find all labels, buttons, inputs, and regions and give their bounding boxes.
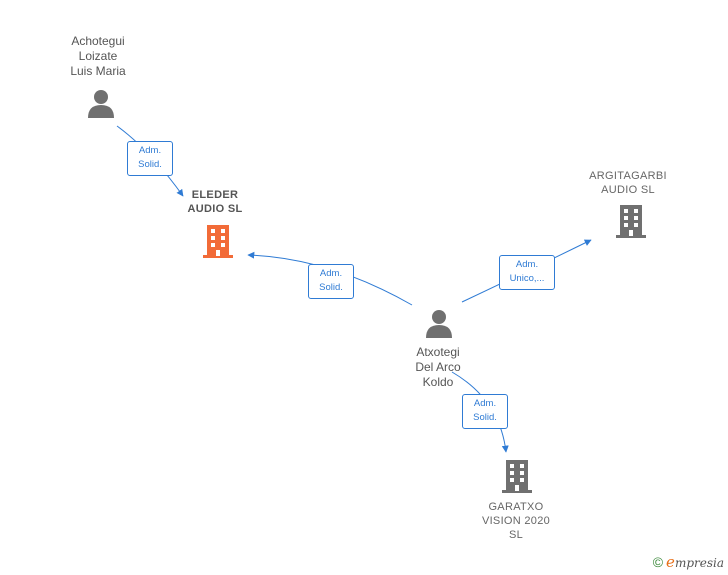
- edge-label-line: Adm.: [319, 268, 343, 279]
- node-label-argitagarbi: ARGITAGARBI AUDIO SL: [578, 169, 678, 197]
- node-label-line: Loizate: [78, 49, 118, 63]
- edge-label-line: Solid.: [473, 412, 497, 423]
- node-label-line: Del Arco: [415, 360, 461, 374]
- person-icon[interactable]: [86, 88, 116, 118]
- edge-label-line: Adm.: [515, 259, 539, 270]
- node-label-garatxo: GARATXO VISION 2020 SL: [466, 500, 566, 542]
- node-label-achotegui: Achotegui Loizate Luis Maria: [48, 34, 148, 79]
- brand-footer[interactable]: ©empresia: [653, 553, 724, 571]
- node-label-line: Luis Maria: [70, 64, 126, 78]
- node-label-line: Achotegui: [71, 34, 125, 48]
- node-label-line: SL: [508, 529, 524, 541]
- node-label-line: ELEDER: [191, 189, 239, 201]
- node-label-line: GARATXO: [488, 501, 544, 513]
- edge-label-line: Solid.: [319, 282, 343, 293]
- node-label-line: AUDIO SL: [601, 184, 655, 196]
- node-label-eleder: ELEDER AUDIO SL: [165, 188, 265, 216]
- copyright-icon: ©: [652, 554, 664, 570]
- brand-logo-text: mpresia: [674, 556, 724, 570]
- node-label-line: ARGITAGARBI: [589, 170, 667, 182]
- edge-label-atxotegi-garatxo[interactable]: Adm. Solid.: [462, 394, 508, 429]
- node-label-line: AUDIO SL: [187, 203, 243, 215]
- node-label-line: VISION 2020: [481, 515, 551, 527]
- edge-label-line: Solid.: [138, 159, 162, 170]
- building-icon[interactable]: [500, 458, 534, 494]
- edge-label-line: Unico,...: [509, 273, 545, 284]
- building-icon[interactable]: [614, 203, 648, 239]
- edge-label-atxotegi-argitagarbi[interactable]: Adm. Unico,...: [499, 255, 555, 290]
- edge-label-line: Adm.: [473, 398, 497, 409]
- edge-label-achotegui-eleder[interactable]: Adm. Solid.: [127, 141, 173, 176]
- node-label-line: Atxotegi: [416, 345, 460, 359]
- edge-label-atxotegi-eleder[interactable]: Adm. Solid.: [308, 264, 354, 299]
- edge-label-line: Adm.: [138, 145, 162, 156]
- person-icon[interactable]: [424, 308, 454, 338]
- node-label-atxotegi: Atxotegi Del Arco Koldo: [388, 345, 488, 390]
- node-label-line: Koldo: [422, 375, 454, 389]
- building-icon[interactable]: [201, 223, 235, 259]
- brand-logo-initial: e: [666, 553, 675, 571]
